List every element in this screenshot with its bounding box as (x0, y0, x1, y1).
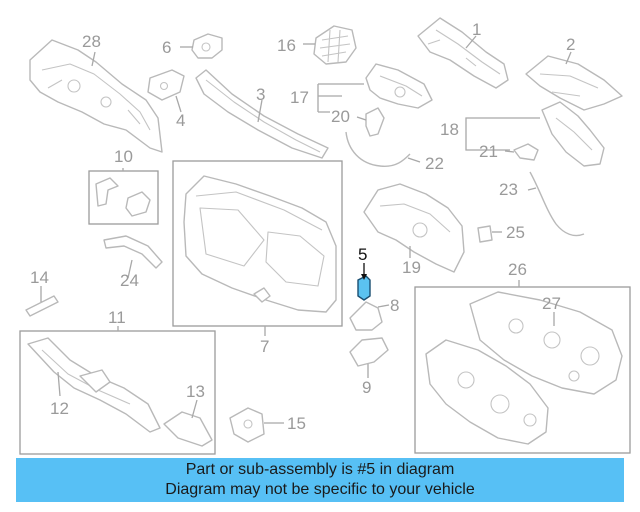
callout-6: 6 (162, 38, 171, 57)
callout-25: 25 (506, 223, 525, 242)
banner-line-2: Diagram may not be specific to your vehi… (165, 481, 475, 498)
callout-27: 27 (542, 294, 561, 313)
callout-24: 24 (120, 271, 139, 290)
box-part-7 (172, 160, 343, 327)
part-16-grille-cover[interactable] (313, 25, 357, 65)
part-22-hose[interactable] (345, 131, 411, 168)
part-13-bracket[interactable] (163, 411, 213, 447)
callout-18: 18 (440, 120, 459, 139)
callout-15: 15 (287, 414, 306, 433)
part-26-dash-insulator[interactable] (425, 339, 549, 445)
part-2-cowl-right[interactable] (525, 55, 623, 111)
part-23-cable[interactable] (529, 171, 585, 237)
box-part-26 (414, 286, 631, 454)
part-11-sill-panel[interactable] (27, 337, 161, 433)
part-27-insulator[interactable] (469, 291, 623, 395)
part-8-bracket[interactable] (349, 301, 383, 331)
callout-4: 4 (176, 111, 185, 130)
part-17-cowl-bracket[interactable] (365, 63, 433, 109)
part-14-strip[interactable] (25, 295, 59, 317)
callout-2: 2 (566, 35, 575, 54)
callout-8: 8 (390, 296, 399, 315)
callout-12: 12 (50, 399, 69, 418)
callout-9: 9 (362, 378, 371, 397)
callout-20: 20 (331, 107, 350, 126)
part-3-cowl-panel[interactable] (195, 69, 329, 159)
callout-1: 1 (472, 20, 481, 39)
callout-28: 28 (82, 32, 101, 51)
callout-5: 5 (358, 245, 367, 264)
callout-14: 14 (30, 268, 49, 287)
callout-26: 26 (508, 260, 527, 279)
part-19-firewall-side[interactable] (363, 183, 465, 273)
part-28-dash-side-panel[interactable] (29, 39, 163, 153)
part-4-bracket[interactable] (147, 69, 185, 101)
callout-17: 17 (290, 88, 309, 107)
part-24-strip[interactable] (103, 235, 163, 269)
callout-22: 22 (425, 154, 444, 173)
callout-21: 21 (479, 142, 498, 161)
info-banner: Part or sub-assembly is #5 in diagram Di… (16, 458, 624, 502)
callout-11: 11 (108, 308, 126, 327)
part-6-bracket[interactable] (191, 33, 223, 59)
leader-lines (40, 35, 572, 424)
callout-13: 13 (186, 382, 205, 401)
part-18-side-bracket[interactable] (541, 101, 605, 167)
part-9-bracket[interactable] (349, 337, 389, 367)
part-21-clip[interactable] (513, 143, 539, 161)
callout-7: 7 (260, 337, 269, 356)
callout-19: 19 (402, 258, 421, 277)
part-25-grommet[interactable] (477, 225, 493, 243)
callout-16: 16 (277, 36, 296, 55)
part-15-bracket[interactable] (229, 407, 265, 443)
callout-3: 3 (256, 85, 265, 104)
callout-10: 10 (114, 147, 133, 166)
part-1-cowl-top[interactable] (417, 17, 509, 89)
callout-23: 23 (499, 180, 518, 199)
banner-line-1: Part or sub-assembly is #5 in diagram (185, 461, 455, 478)
part-7-dash-panel[interactable] (183, 175, 337, 313)
part-20-clip[interactable] (365, 107, 385, 137)
part-10-brackets[interactable] (95, 177, 151, 217)
